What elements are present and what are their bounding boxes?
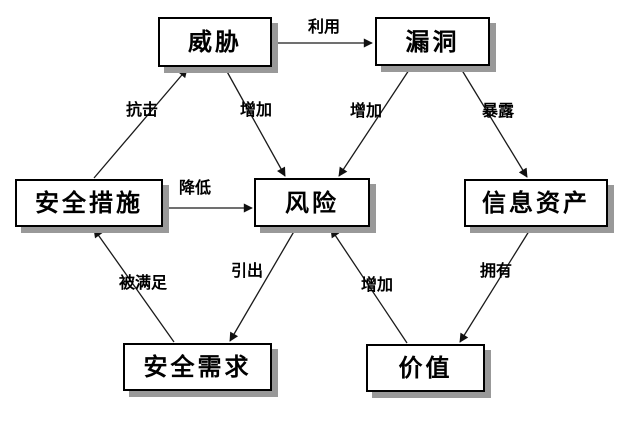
- node-value: 价值: [366, 344, 485, 392]
- edge-reduce-label: 降低: [178, 178, 212, 197]
- edge-resist-arrow: [93, 68, 188, 179]
- node-information-assets: 信息资产: [464, 179, 608, 227]
- edge-expose-arrow: [459, 66, 528, 178]
- edge-own-arrow: [459, 227, 532, 343]
- node-security-measures: 安全措施: [15, 179, 163, 227]
- edge-value-increase-label: 增加: [360, 275, 394, 294]
- node-security-requirements: 安全需求: [123, 343, 272, 391]
- node-information-assets-label: 信息资产: [482, 189, 590, 217]
- edge-lead-to-label: 引出: [230, 261, 264, 280]
- node-risk-label: 风险: [285, 188, 339, 217]
- edge-lead-to-arrow: [229, 227, 297, 342]
- node-threat-label: 威胁: [188, 28, 242, 56]
- edge-satisfied-by-label: 被满足: [118, 273, 168, 292]
- node-value-label: 价值: [398, 354, 453, 382]
- edge-satisfied-by-arrow: [93, 228, 175, 343]
- node-security-requirements-label: 安全需求: [143, 353, 252, 381]
- edge-expose-label: 暴露: [481, 101, 515, 120]
- edge-threat-increase-label: 增加: [239, 100, 273, 119]
- edge-resist-label: 抗击: [125, 100, 159, 119]
- node-vulnerability: 漏洞: [375, 17, 490, 66]
- node-risk: 风险: [254, 178, 370, 227]
- edge-vuln-increase-label: 增加: [349, 101, 383, 120]
- edge-vuln-increase-arrow: [338, 66, 412, 177]
- node-security-measures-label: 安全措施: [35, 189, 143, 217]
- node-vulnerability-label: 漏洞: [405, 27, 460, 56]
- node-threat: 威胁: [158, 17, 272, 67]
- edge-threat-increase-arrow: [224, 67, 286, 177]
- edge-exploit-label: 利用: [307, 17, 341, 36]
- edge-value-increase-arrow: [330, 228, 408, 344]
- edge-own-label: 拥有: [479, 261, 513, 280]
